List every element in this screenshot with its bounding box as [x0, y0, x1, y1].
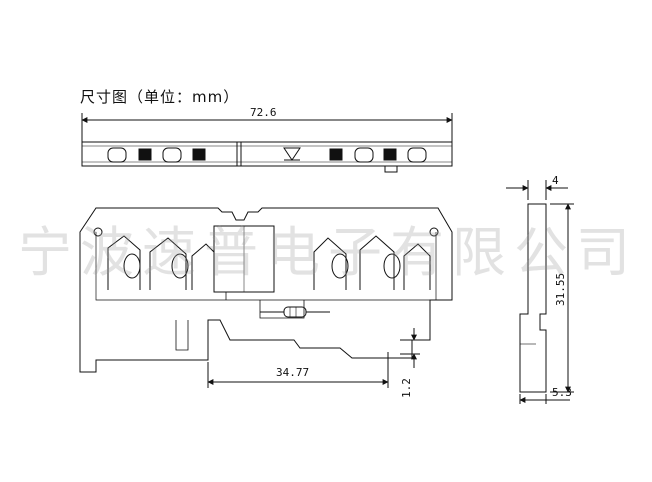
dim-side-width: 4 — [552, 174, 559, 187]
dim-side-foot: 5.3 — [552, 386, 572, 399]
dim-foot-height: 1.2 — [400, 378, 413, 398]
dim-foot-span: 34.77 — [276, 366, 309, 379]
dim-side-height: 31.55 — [554, 273, 567, 306]
side-view — [506, 180, 574, 404]
front-view — [79, 207, 453, 373]
drawing-title: 尺寸图（单位：mm） — [80, 88, 240, 106]
top-view — [81, 113, 453, 173]
dim-overall-length: 72.6 — [250, 106, 277, 119]
watermark-text: 宁波速普电子有限公司 — [18, 221, 638, 284]
